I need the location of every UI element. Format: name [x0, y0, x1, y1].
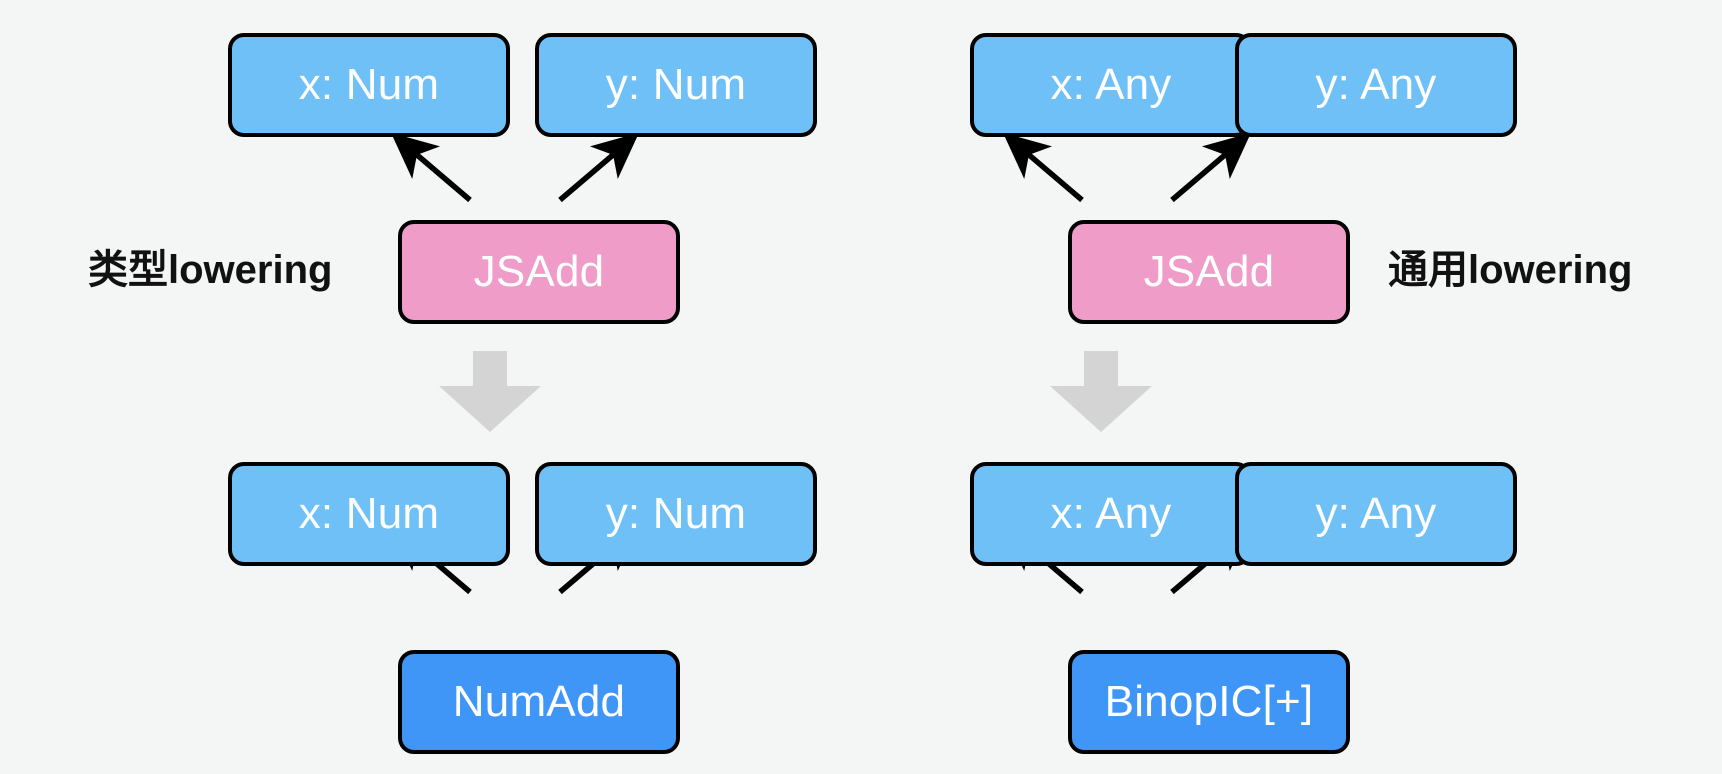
node-left-top-operand-y: y: Num	[535, 33, 817, 137]
transform-arrow-right	[1050, 351, 1152, 432]
node-right-bottom-operand-x: x: Any	[970, 462, 1252, 566]
edge-right-top-y	[1170, 132, 1252, 203]
node-right-bottom-operand-y: y: Any	[1235, 462, 1517, 566]
transform-arrow-left	[439, 351, 541, 432]
side-label-generic-lowering: 通用lowering	[1388, 248, 1633, 292]
node-left-operation-jsadd: JSAdd	[398, 220, 680, 324]
node-right-top-operand-x: x: Any	[970, 33, 1252, 137]
node-right-operation-jsadd: JSAdd	[1068, 220, 1350, 324]
node-left-bottom-operand-x: x: Num	[228, 462, 510, 566]
node-left-operation-numadd: NumAdd	[398, 650, 680, 754]
edge-left-top-x	[390, 132, 472, 203]
node-left-top-operand-x: x: Num	[228, 33, 510, 137]
side-label-typed-lowering: 类型lowering	[88, 248, 333, 292]
node-right-top-operand-y: y: Any	[1235, 33, 1517, 137]
edge-right-top-x	[1002, 132, 1084, 203]
node-right-operation-binopic: BinopIC[+]	[1068, 650, 1350, 754]
node-left-bottom-operand-y: y: Num	[535, 462, 817, 566]
edge-left-top-y	[558, 132, 640, 203]
